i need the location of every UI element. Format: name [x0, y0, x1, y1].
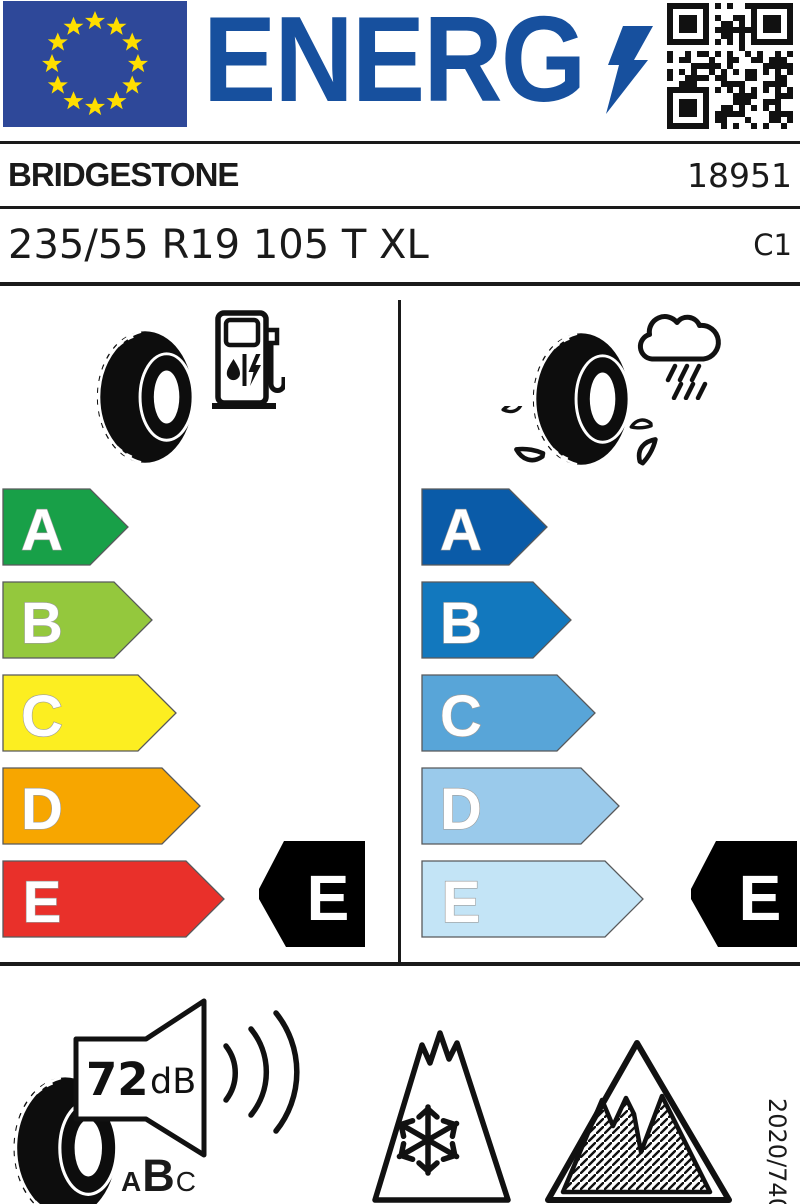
wet-letter-d: D [440, 777, 482, 842]
tyre-size: 235/55 R19 105 T XL [8, 222, 429, 268]
fuel-letter-a: A [21, 498, 63, 563]
noise-class-c: C [175, 1166, 196, 1197]
divider-scales [0, 962, 800, 966]
water-splash-icon [501, 406, 674, 476]
brand-name: BRIDGESTONE [8, 156, 239, 193]
eu-flag [3, 1, 187, 127]
label-id: 18951 [687, 155, 792, 195]
wet-rating-value: E [739, 862, 782, 934]
divider-vertical [398, 300, 401, 962]
wet-arrow-d: D [421, 767, 620, 845]
wet-arrow-e: E [421, 860, 644, 938]
fuel-rating-value: E [307, 862, 350, 934]
fuel-arrow-a: A [2, 488, 129, 566]
regulation-number: 2020/740 [763, 1098, 791, 1204]
wet-letter-e: E [442, 870, 481, 935]
fuel-pump-icon [212, 310, 285, 409]
wet-rating-indicator: E [691, 841, 797, 947]
fuel-arrow-b: B [2, 581, 153, 659]
fuel-letter-b: B [21, 591, 63, 656]
sound-waves-icon [223, 1010, 300, 1134]
tyre-class: C1 [753, 228, 792, 262]
divider-header [0, 141, 800, 144]
ice-grip-mountain-icon [545, 1040, 732, 1203]
fuel-rating-indicator: E [259, 841, 365, 947]
fuel-arrow-d: D [2, 767, 201, 845]
noise-unit: dB [150, 1062, 196, 1102]
fuel-arrow-e: E [2, 860, 225, 938]
noise-class-scale: A B C [121, 1150, 231, 1202]
tyre-size-row: 235/55 R19 105 T XL C1 [0, 208, 800, 282]
snowflake-mountain-icon [372, 1030, 511, 1203]
fuel-letter-c: C [21, 684, 63, 749]
noise-class-a: A [121, 1166, 142, 1197]
divider-size [0, 282, 800, 286]
wet-letter-b: B [440, 591, 482, 656]
noise-speaker-icon: 72 dB [73, 998, 207, 1158]
lightning-bolt-icon [606, 26, 653, 114]
fuel-letter-e: E [23, 870, 62, 935]
wet-arrow-c: C [421, 674, 596, 752]
wet-arrow-a: A [421, 488, 548, 566]
wet-letter-a: A [440, 498, 482, 563]
noise-class-b: B [142, 1150, 175, 1201]
qr-code [665, 1, 795, 131]
noise-value: 72 [86, 1053, 149, 1106]
energ-logo-text: ENERG [203, 0, 586, 127]
divider-brand [0, 206, 800, 209]
fuel-letter-d: D [21, 777, 63, 842]
rain-cloud-icon [637, 314, 721, 400]
tire-icon-fuel [88, 326, 198, 468]
brand-row: BRIDGESTONE 18951 [0, 144, 800, 206]
wet-letter-c: C [440, 684, 482, 749]
fuel-arrow-c: C [2, 674, 177, 752]
wet-arrow-b: B [421, 581, 572, 659]
